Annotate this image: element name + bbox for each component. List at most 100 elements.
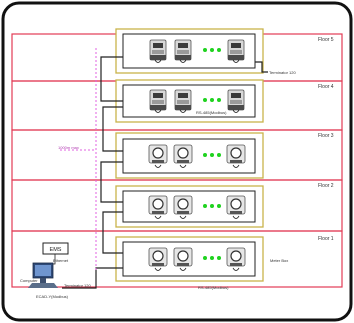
meter-panel <box>177 50 189 54</box>
meter-wire <box>154 109 162 113</box>
ellipsis-dot <box>217 48 221 52</box>
ellipsis-dot <box>203 256 207 260</box>
meter-wire <box>232 215 240 219</box>
ellipsis-dot <box>217 153 221 157</box>
meter-wire <box>232 164 240 168</box>
keyboard <box>28 283 58 288</box>
ellipsis-dot <box>210 48 214 52</box>
floor-label: Floor 1 <box>318 236 334 242</box>
meter-wire <box>179 164 187 168</box>
meter-dial <box>177 250 189 262</box>
bus-outline <box>122 190 256 223</box>
energy-meter-icon <box>226 144 246 168</box>
bus-outline <box>122 138 256 174</box>
meter-terminal <box>228 105 244 110</box>
meter-dial <box>152 147 164 159</box>
meter-display <box>153 93 163 98</box>
meter-wire <box>179 215 187 219</box>
meter-dial <box>230 147 242 159</box>
meter-terminal <box>230 211 242 214</box>
meter-panel <box>152 100 164 104</box>
rs485-bottom-label: RS-485(Modbus) <box>198 285 229 290</box>
meter-terminal <box>230 160 242 163</box>
energy-meter-icon <box>173 144 193 168</box>
ems-box <box>42 242 69 255</box>
ellipsis-dot <box>203 48 207 52</box>
terminator-lead-top <box>255 61 268 73</box>
computer-label: Computer <box>20 278 38 283</box>
ellipsis-dot <box>217 204 221 208</box>
meter-wire <box>179 59 187 63</box>
meter-display <box>153 43 163 48</box>
ellipsis-dot <box>210 98 214 102</box>
computer-base <box>40 278 46 283</box>
meter-terminal <box>175 55 191 60</box>
meter-wire <box>154 164 162 168</box>
ellipsis-dot <box>210 256 214 260</box>
meter-box-label: Meter Box <box>270 258 288 263</box>
screen <box>35 265 51 276</box>
meter-panel <box>230 100 242 104</box>
energy-meter-icon <box>226 195 246 219</box>
meter-terminal <box>152 211 164 214</box>
meter-terminal <box>228 55 244 60</box>
energy-meter-icon <box>148 144 168 168</box>
bus-trunk <box>62 56 268 289</box>
ems-label: EMS <box>50 247 62 253</box>
max-length-marker <box>60 48 97 272</box>
meter-display <box>231 43 241 48</box>
ellipsis-dot <box>210 204 214 208</box>
trunk-line-to-converter <box>62 267 123 289</box>
meters-group <box>148 39 246 271</box>
max-length-label: 1000m max <box>58 145 79 150</box>
energy-meter-icon <box>148 247 168 271</box>
energy-meter-icon <box>149 89 167 113</box>
meter-dial <box>230 198 242 210</box>
bus-outline <box>122 241 256 277</box>
meter-panel <box>177 100 189 104</box>
terminator-bottom-label: Terminator 120 <box>64 283 91 288</box>
meter-wire <box>154 267 162 271</box>
ethernet-label: Ethernet <box>53 258 69 263</box>
meter-wire <box>232 267 240 271</box>
meter-wire <box>232 109 240 113</box>
energy-meter-icon <box>226 247 246 271</box>
meter-dial <box>230 250 242 262</box>
energy-meter-icon <box>149 39 167 63</box>
meter-display <box>178 93 188 98</box>
meter-terminal <box>230 263 242 266</box>
floor-label: Floor 2 <box>318 183 334 189</box>
energy-meter-icon <box>148 195 168 219</box>
meter-dial <box>152 250 164 262</box>
floor-label: Floor 4 <box>318 84 334 90</box>
ellipsis-dot <box>203 153 207 157</box>
energy-meter-icon <box>227 39 245 63</box>
meter-wire <box>179 267 187 271</box>
meter-terminal <box>152 263 164 266</box>
rs485-top-label: RS-485(Modbus) <box>196 110 227 115</box>
meter-terminal <box>152 160 164 163</box>
energy-meter-icon <box>174 89 192 113</box>
computer-icon <box>28 262 58 288</box>
meter-panel <box>152 50 164 54</box>
meter-wire <box>154 215 162 219</box>
meter-terminal <box>150 105 166 110</box>
ellipsis-dot <box>217 256 221 260</box>
meter-terminal <box>177 211 189 214</box>
meter-terminal <box>177 160 189 163</box>
meter-terminal <box>177 263 189 266</box>
energy-meter-icon <box>173 195 193 219</box>
ellipsis-dot <box>217 98 221 102</box>
meter-terminal <box>150 55 166 60</box>
converter-label: ECAD-Y(Modbus) <box>36 294 69 299</box>
meter-wire <box>232 59 240 63</box>
trunk-line <box>100 56 123 254</box>
bus-outline <box>122 33 256 69</box>
floor-label: Floor 3 <box>318 133 334 139</box>
meter-wire <box>154 59 162 63</box>
meter-wire <box>179 109 187 113</box>
meter-display <box>178 43 188 48</box>
meter-dial <box>152 198 164 210</box>
floor-labels: Floor 5 Floor 4 Floor 3 Floor 2 Floor 1 <box>318 37 334 242</box>
